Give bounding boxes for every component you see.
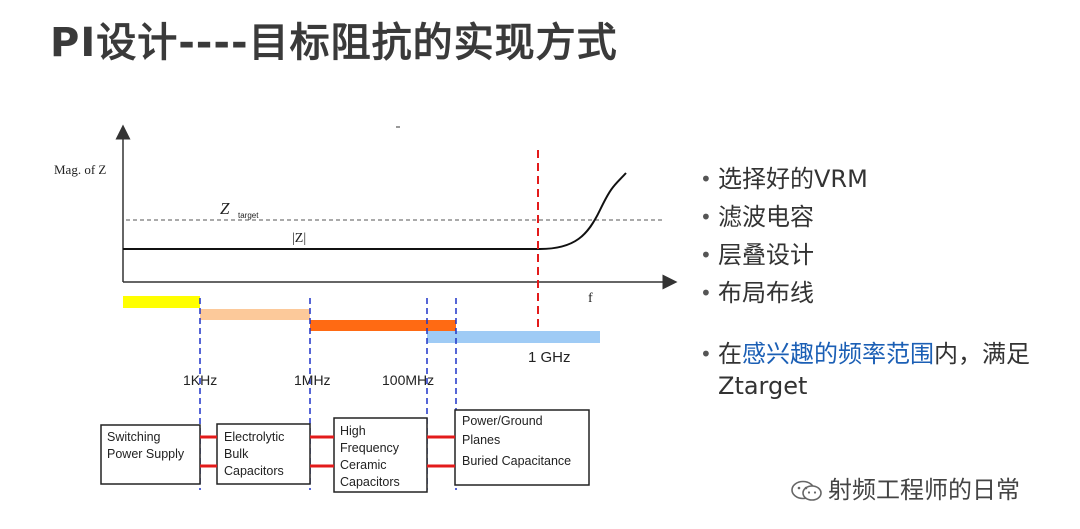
watermark-text: 射频工程师的日常 [828,476,1020,504]
wechat-icon [791,480,822,501]
box-vrm-line2: Power Supply [107,447,185,461]
box-vrm [100,424,201,485]
box-planes [454,409,590,486]
band-planes [427,331,600,343]
box-ceramic-line2: Frequency [340,441,400,455]
bullet-ztarget-pre: 在 [718,340,742,368]
bullet-filter-cap: 滤波电容 [700,198,1070,236]
bullet-ztarget-highlight: 感兴趣的频率范围 [742,340,934,368]
watermark: 射频工程师的日常 [790,470,1020,505]
freq-label-1khz: 1KHz [183,372,217,388]
bullet-ztarget: 在感兴趣的频率范围内，满足Ztarget [700,338,1070,402]
box-planes-line3: Buried Capacitance [462,454,571,468]
band-ceramic [310,320,456,331]
box-ceramic [333,417,428,493]
box-ceramic-line3: Ceramic [340,458,387,472]
box-planes-line1: Power/Ground [462,414,543,428]
bullet-layout: 布局布线 [700,274,1070,312]
z-curve [123,172,627,250]
freq-label-1ghz: 1 GHz [528,349,571,366]
box-bulk-line1: Electrolytic [224,430,284,444]
x-axis-label: f [588,291,593,306]
box-bulk-line3: Capacitors [224,464,284,478]
band-vrm [123,296,200,308]
bullet-list: 选择好的VRM 滤波电容 层叠设计 布局布线 在感兴趣的频率范围内，满足Ztar… [700,160,1070,402]
bullet-ztarget-post: 内，满足Ztarget [718,340,1030,400]
z-curve-label: |Z| [292,231,306,246]
z-target-subscript: target [238,211,259,220]
band-bulk [200,309,310,320]
bullet-vrm: 选择好的VRM [700,160,1070,198]
freq-label-1mhz: 1MHz [294,372,331,388]
box-ceramic-line1: High [340,424,366,438]
box-vrm-line1: Switching [107,430,161,444]
box-planes-line2: Planes [462,433,500,447]
box-bulk [216,423,311,485]
page-title: PI设计----目标阻抗的实现方式 [50,20,618,66]
box-bulk-line2: Bulk [224,447,249,461]
y-axis-label: Mag. of Z [54,162,106,177]
box-ceramic-line4: Capacitors [340,475,400,489]
z-target-symbol: Z [220,199,230,218]
bullet-stackup: 层叠设计 [700,236,1070,274]
freq-label-100mhz: 100MHz [382,372,434,388]
